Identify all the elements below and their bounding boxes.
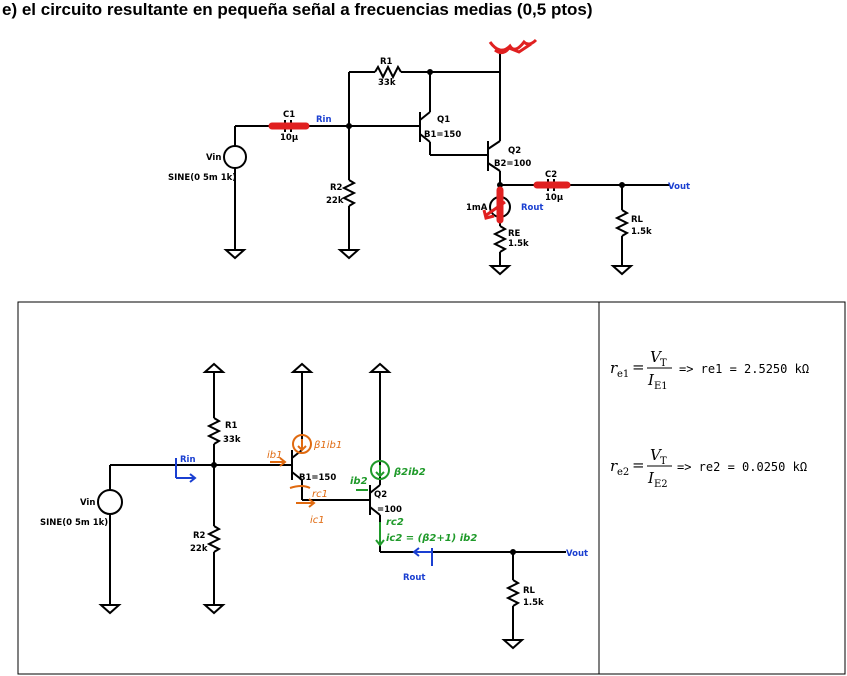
rl-value: 1.5k (631, 227, 652, 237)
q2-label-b: Q2 (374, 490, 387, 500)
svg-text:T: T (660, 358, 667, 369)
q2-label: Q2 (508, 146, 521, 156)
r2-label-b: R2 (193, 531, 206, 541)
ic2-annotation: ic2 = (β2+1) ib2 (386, 533, 477, 544)
c2-value: 10µ (545, 193, 563, 203)
q2-beta-b: =100 (377, 505, 402, 515)
vout-label: Vout (668, 182, 690, 192)
svg-text:I: I (647, 371, 655, 389)
ground-symbol (223, 249, 247, 260)
re2-result: => re2 = 0.0250 kΩ (677, 460, 807, 474)
rin-label-b: Rin (180, 455, 196, 465)
ib1-annotation: ib1 (267, 450, 283, 461)
ib2-annotation: ib2 (350, 476, 368, 487)
vin-label-b: Vin (80, 498, 95, 508)
rl-label: RL (631, 215, 644, 225)
c2-label: C2 (545, 170, 557, 180)
formula-re2: r e2 = V T I E2 => re2 = 0.0250 kΩ (610, 446, 807, 490)
b1ib1-annotation: β1ib1 (313, 440, 342, 451)
q1-beta: B1=150 (424, 130, 461, 140)
vin-source-label-b: SINE(0 5m 1k) (40, 518, 108, 528)
red-scribbles (482, 38, 538, 220)
re1-result: => re1 = 2.5250 kΩ (679, 362, 809, 376)
green-annotations (356, 460, 390, 547)
rin-rout-markers (175, 458, 433, 566)
vin-source-label: SINE(0 5m 1k) (168, 173, 236, 183)
svg-text:=: = (632, 358, 645, 376)
ic1-annotation: ic1 (310, 515, 325, 526)
svg-text:e1: e1 (617, 369, 629, 380)
formula-re1: r e1 = V T I E1 => re1 = 2.5250 kΩ (610, 348, 809, 392)
r1-value: 33k (378, 78, 396, 88)
current-source-label: 1mA (466, 203, 488, 213)
r2-label: R2 (330, 183, 343, 193)
svg-text:r: r (610, 457, 618, 475)
rl-label-b: RL (523, 586, 536, 596)
bottom-frame (17, 301, 846, 675)
b2ib2-annotation: β2ib2 (393, 467, 426, 478)
page-title: e) el circuito resultante en pequeña señ… (2, 0, 593, 19)
svg-text:e2: e2 (617, 467, 629, 478)
c1-label: C1 (283, 110, 295, 120)
r1-value-b: 33k (223, 435, 241, 445)
svg-text:r: r (610, 359, 618, 377)
bottom-circuit (97, 362, 566, 650)
q1-label: Q1 (437, 115, 450, 125)
c1-value: 10µ (280, 133, 298, 143)
rout-label: Rout (521, 203, 544, 213)
rl-value-b: 1.5k (523, 598, 544, 608)
r1-label: R1 (380, 57, 393, 67)
vout-label-b: Vout (566, 549, 588, 559)
r1-label-b: R1 (225, 421, 238, 431)
svg-text:I: I (647, 469, 655, 487)
svg-text:V: V (650, 348, 663, 366)
svg-text:T: T (660, 456, 667, 467)
svg-text:=: = (632, 456, 645, 474)
svg-text:E1: E1 (654, 381, 668, 392)
re-value: 1.5k (508, 239, 529, 249)
rin-label: Rin (316, 115, 332, 125)
top-circuit (223, 50, 670, 276)
rc2-annotation: rc2 (386, 517, 404, 528)
rout-label-b: Rout (403, 573, 426, 583)
vin-label: Vin (206, 153, 221, 163)
r2-value: 22k (326, 196, 344, 206)
svg-text:V: V (650, 446, 663, 464)
orange-annotations (270, 434, 316, 508)
q2-beta: B2=100 (494, 159, 531, 169)
vin-source-symbol (223, 145, 247, 169)
rc1-annotation: rc1 (312, 489, 328, 500)
r2-value-b: 22k (190, 544, 208, 554)
svg-text:E2: E2 (654, 479, 668, 490)
re-label: RE (508, 229, 521, 239)
q1-beta-b: B1=150 (299, 473, 336, 483)
